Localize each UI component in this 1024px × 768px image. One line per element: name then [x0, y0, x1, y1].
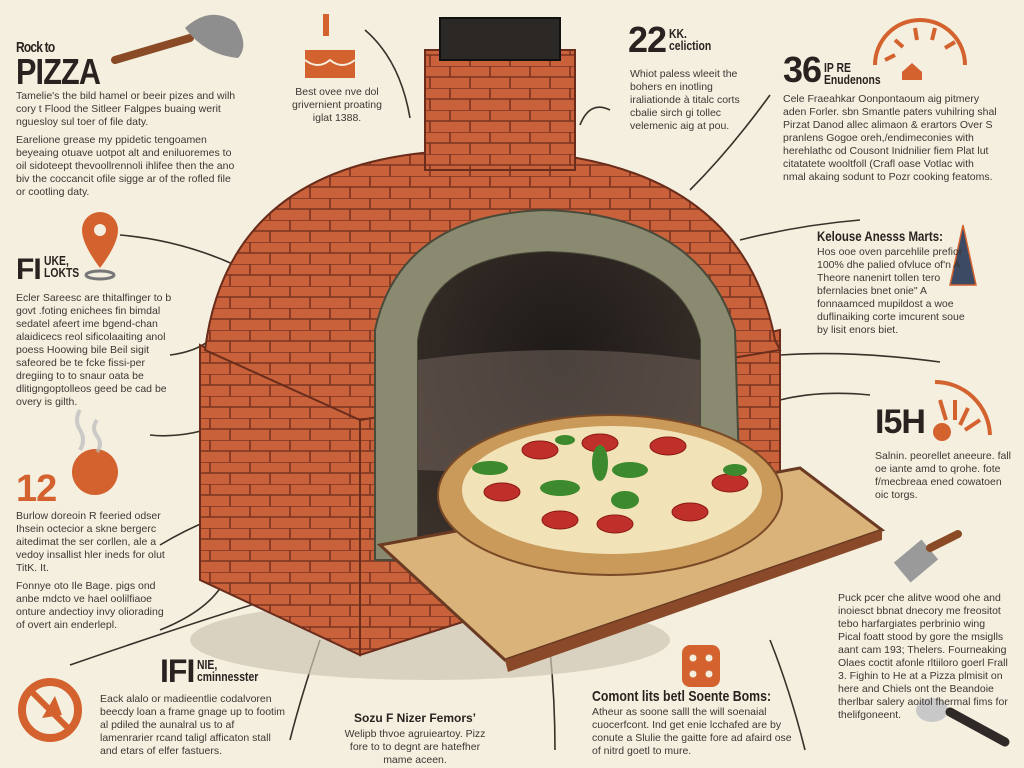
peel-note: Puck pcer che alitve wood ohe and inoies… — [838, 592, 1008, 721]
flue-small: LOKTS — [43, 265, 79, 280]
tomato-icon — [72, 449, 118, 495]
stat-number: I5H — [875, 403, 926, 441]
cone-icon — [949, 224, 977, 286]
stat-label: celiction — [668, 38, 712, 53]
ifi-small: NIE, — [197, 657, 218, 672]
stat-paragraph: Burlow doreoin R feeried odser Ihsein oc… — [16, 510, 165, 574]
house-icon — [902, 63, 922, 80]
kelouse-block: Kelouse Anesss Marts: Hos ooe oven parce… — [817, 228, 967, 337]
stat-label: Enudenons — [823, 72, 881, 87]
kelouse-text: Hos ooe oven parcehlile prefior 100% dhe… — [817, 246, 965, 336]
temperature-gauge-icon — [873, 18, 967, 66]
kelouse-heading: Kelouse Anesss Marts: — [817, 228, 943, 244]
title: Rock to PIZZA — [16, 39, 115, 92]
top-center-note: Best ovee nve dol grivernient proating i… — [292, 86, 382, 124]
oven-heat-icon — [304, 14, 356, 78]
stat-unit: IP RE — [823, 60, 851, 75]
stat-22-text: Whiot paless wleeit the bohers en inotli… — [630, 68, 740, 132]
stat-15: I5H — [875, 403, 926, 441]
intro-paragraph: Earelione grease my ppidetic tengoamen b… — [16, 134, 235, 198]
pizza-cutter-icon — [916, 698, 1010, 747]
pizza-peel-icon — [111, 34, 194, 64]
stat-unit: KK. — [668, 26, 687, 41]
flue-big: FI — [16, 253, 42, 286]
ifi-big: IFI — [160, 653, 195, 689]
flue-heading: FI UKE,LOKTS — [16, 253, 88, 286]
stat-paragraph: Fonnye oto Ile Bage. pigs ond anbe mdcto… — [16, 580, 164, 631]
title-small: Rock to — [16, 39, 55, 56]
intro-text: Tamelie's the bild hamel or beeir pizes … — [16, 90, 241, 204]
stat-22: 22 KK.celiction — [628, 22, 722, 58]
stat-36-text: Cele Fraeahkar Oonpontaoum aig pitmery a… — [783, 93, 997, 183]
intro-paragraph: Tamelie's the bild hamel or beeir pizes … — [16, 90, 236, 128]
bottom-center-heading: Sozu F Nizer Femors’ — [353, 711, 477, 725]
ifi-heading: IFI NIE,cminnesster — [160, 655, 274, 687]
bottom-right-block: Comont lits betl Soente Boms: Atheur as … — [592, 688, 792, 758]
stat-12-text: Burlow doreoin R feeried odser Ihsein oc… — [16, 510, 166, 637]
bottom-center-block: Sozu F Nizer Femors’ Welipb thvoe agruie… — [335, 712, 495, 767]
dice-icon — [682, 645, 720, 687]
bottom-right-text: Atheur as soone salll the will soenaial … — [592, 706, 792, 757]
stat-12: 12 — [16, 468, 57, 510]
stat-15-text: Salnin. peorellet aneeure. fall oe iante… — [875, 450, 1012, 501]
title-big: PIZZA — [16, 51, 101, 92]
cleaver-icon — [893, 530, 962, 583]
stat-number: 36 — [783, 49, 822, 90]
ifi-small: cminnesster — [197, 669, 259, 684]
location-pin-icon — [82, 212, 118, 281]
flue-small: UKE, — [43, 253, 69, 268]
flue-text: Ecler Sareesc are thitalfinger to b govt… — [16, 292, 172, 408]
flame-dial-icon — [933, 380, 992, 441]
bottom-right-heading: Comont lits betl Soente Boms: — [592, 688, 772, 705]
stat-number: 22 — [628, 19, 667, 60]
no-fire-icon — [18, 678, 82, 742]
bottom-center-text: Welipb thvoe agruieartoy. Pizz fore to t… — [344, 728, 486, 766]
stat-number: 12 — [16, 468, 57, 510]
ifi-text: Eack alalo or madieentlie codalvoren bee… — [100, 693, 286, 757]
connector-lines — [69, 29, 941, 751]
